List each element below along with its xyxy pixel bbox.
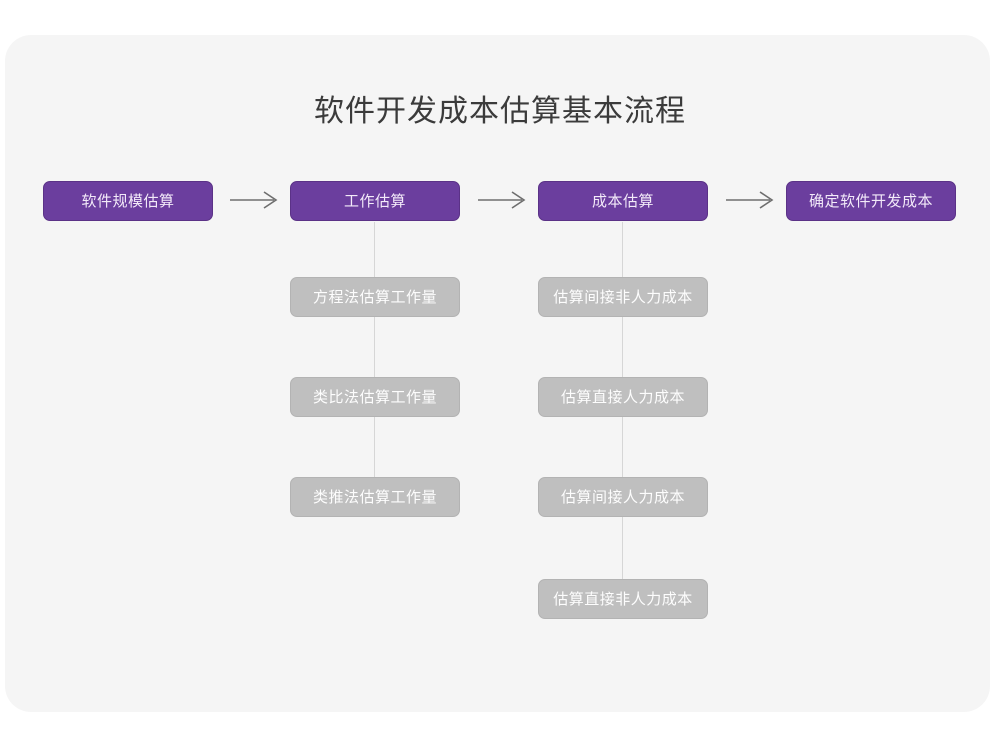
branch-node-inference-method-workload[interactable]: 类推法估算工作量	[290, 477, 460, 517]
connector-line-work-branch	[374, 222, 375, 507]
branch-node-direct-labor-cost[interactable]: 估算直接人力成本	[538, 377, 708, 417]
flow-node-cost-estimation[interactable]: 成本估算	[538, 181, 708, 221]
branch-node-indirect-nonlabor-cost[interactable]: 估算间接非人力成本	[538, 277, 708, 317]
branch-node-analogy-method-workload[interactable]: 类比法估算工作量	[290, 377, 460, 417]
page-title: 软件开发成本估算基本流程	[314, 95, 686, 128]
arrow-1-icon	[230, 191, 278, 209]
branch-node-direct-nonlabor-cost[interactable]: 估算直接非人力成本	[538, 579, 708, 619]
diagram-card	[5, 35, 990, 712]
arrow-2-icon	[478, 191, 526, 209]
flow-node-work-estimation[interactable]: 工作估算	[290, 181, 460, 221]
flow-node-software-size-estimation[interactable]: 软件规模估算	[43, 181, 213, 221]
branch-node-equation-method-workload[interactable]: 方程法估算工作量	[290, 277, 460, 317]
branch-node-indirect-labor-cost[interactable]: 估算间接人力成本	[538, 477, 708, 517]
flow-node-determine-development-cost[interactable]: 确定软件开发成本	[786, 181, 956, 221]
arrow-3-icon	[726, 191, 774, 209]
